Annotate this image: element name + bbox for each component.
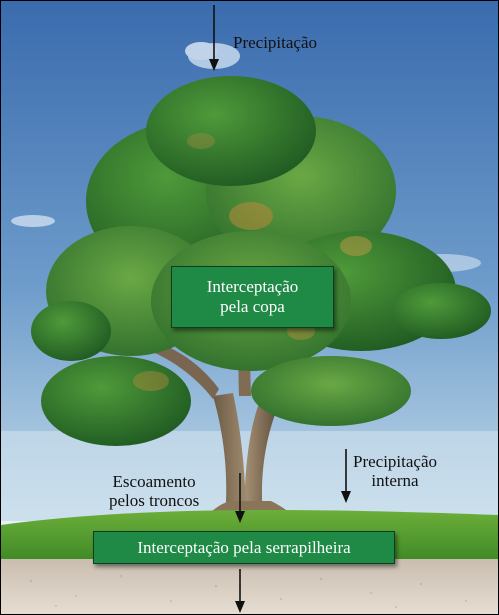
precipitation-label: Precipitação [233, 33, 318, 52]
arrow-down-icon [235, 473, 245, 523]
canopy-interception-line1: Interceptação [206, 277, 299, 296]
cloud-left [11, 215, 55, 227]
internal-precipitation-label: Precipitação interna [353, 452, 437, 490]
canopy-interception-box: Interceptação pela copa [171, 266, 334, 328]
stemflow-line2: pelos troncos [109, 491, 200, 510]
soil-texture [29, 574, 467, 608]
arrow-down-icon [235, 569, 245, 613]
litter-interception-box: Interceptação pela serrapilheira [93, 531, 395, 564]
arrow-down-icon [341, 449, 351, 503]
soil [1, 559, 498, 614]
arrow-down-icon [209, 5, 219, 71]
canopy-interception-line2: pela copa [220, 297, 285, 316]
stemflow-line1: Escoamento [112, 472, 196, 491]
internal-precipitation-line2: interna [371, 471, 419, 490]
stemflow-label: Escoamento pelos troncos [109, 472, 199, 510]
internal-precipitation-line1: Precipitação [353, 452, 438, 471]
